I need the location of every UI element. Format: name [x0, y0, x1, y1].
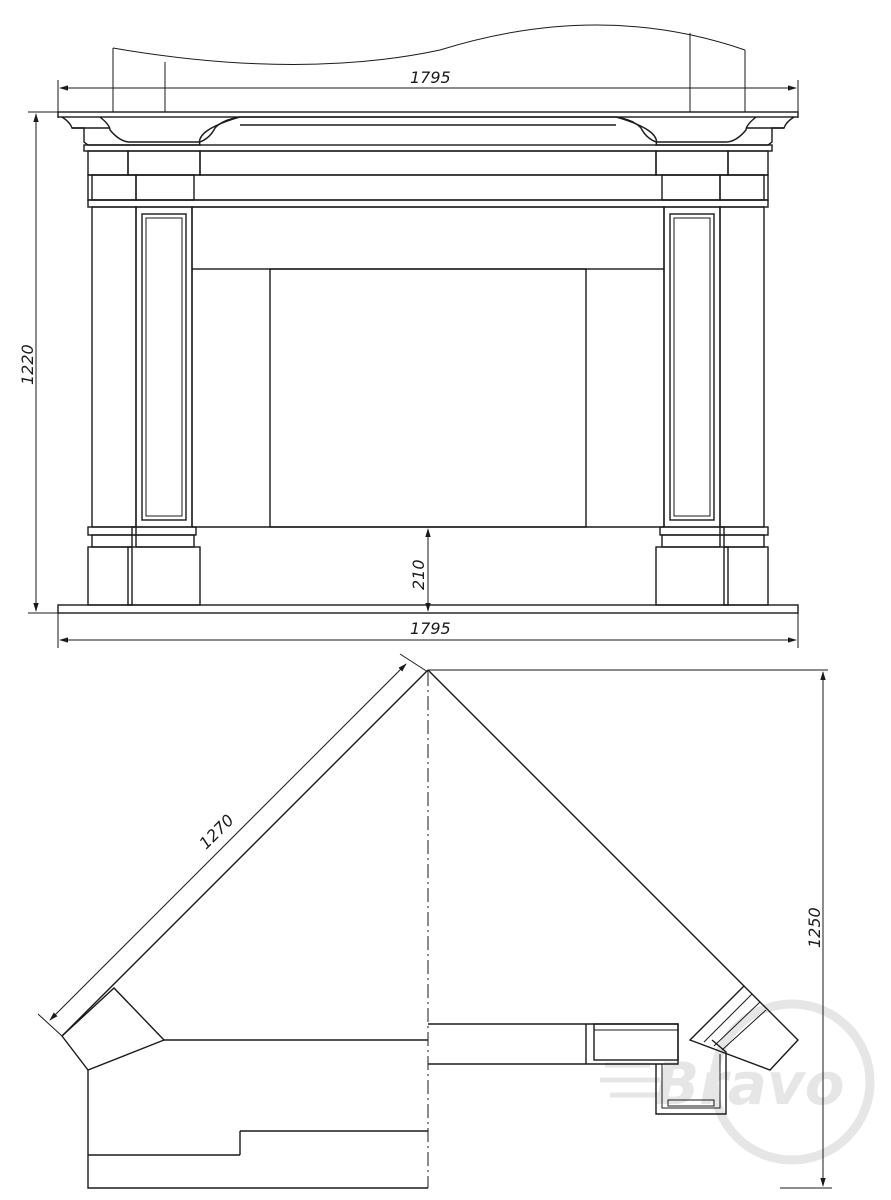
dim-side-length-label: 1270	[195, 811, 237, 853]
watermark: Bravo	[600, 999, 875, 1165]
cornice	[57, 111, 799, 146]
dim-width-bottom-label: 1795	[410, 619, 451, 638]
left-column-panel	[141, 213, 187, 521]
front-view: 1795 1795 1220 210	[18, 24, 799, 648]
dim-height: 1220	[18, 111, 62, 614]
left-outer-column	[87, 150, 137, 606]
dim-width-bottom: 1795	[57, 613, 799, 648]
right-end-block	[688, 985, 799, 1071]
base-outline	[87, 1070, 428, 1189]
dim-width-top-label: 1795	[410, 68, 451, 87]
frieze-band	[83, 144, 773, 152]
left-inner-column	[127, 150, 201, 606]
dim-width-top: 1795	[57, 68, 799, 118]
dim-firebox-height: 210	[409, 528, 431, 612]
section-detail	[655, 1039, 727, 1115]
lintel	[191, 206, 665, 270]
right-outer-column	[719, 150, 769, 606]
plan-view: 1270 1250	[37, 653, 832, 1189]
dim-depth-label: 1250	[805, 907, 824, 948]
left-end-block	[61, 987, 166, 1071]
firebox-opening	[269, 268, 587, 528]
right-column-panel	[669, 213, 715, 521]
watermark-text: Bravo	[655, 1050, 845, 1118]
dim-height-label: 1220	[18, 344, 37, 385]
dim-depth: 1250	[780, 671, 832, 1189]
dim-side-length: 1270	[37, 653, 429, 1037]
wall-outline	[112, 24, 746, 66]
firebox	[191, 268, 665, 528]
dim-firebox-height-label: 210	[409, 559, 428, 590]
right-inner-column	[655, 150, 729, 606]
